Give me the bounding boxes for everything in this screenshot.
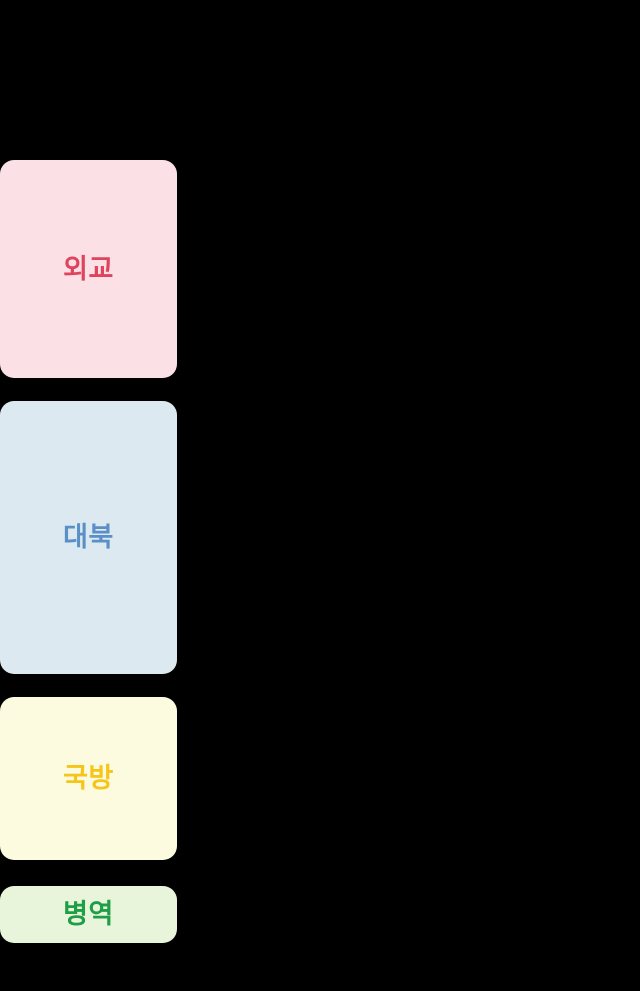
category-card-label-north-korea: 대북 xyxy=(63,522,114,552)
category-card-north-korea[interactable]: 대북 xyxy=(0,401,177,674)
category-card-military-service[interactable]: 병역 xyxy=(0,886,177,943)
category-card-diplomacy[interactable]: 외교 xyxy=(0,160,177,378)
category-card-label-military-service: 병역 xyxy=(63,899,114,929)
category-card-label-diplomacy: 외교 xyxy=(63,253,114,284)
category-card-national-defense[interactable]: 국방 xyxy=(0,697,177,860)
category-card-label-national-defense: 국방 xyxy=(63,763,114,793)
